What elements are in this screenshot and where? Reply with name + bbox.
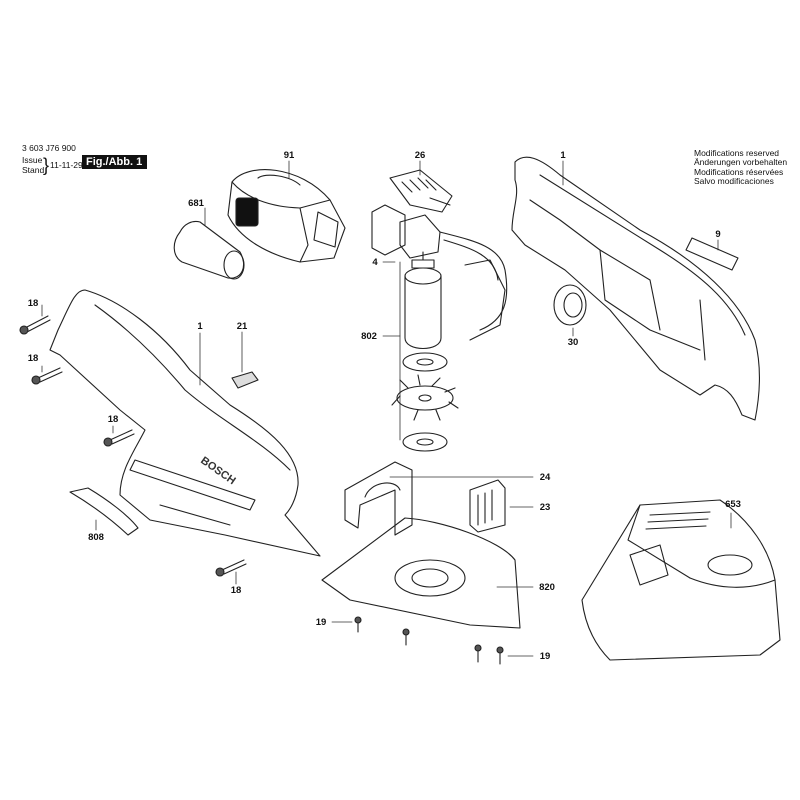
label-strip [69,487,139,536]
part-label-24: 24 [539,472,551,483]
part-label-1-left: 1 [197,321,203,332]
part-label-30: 30 [567,337,579,348]
battery-pack [227,169,346,263]
mod-line-de: Änderungen vorbehalten [694,157,788,168]
part-label-18-a: 18 [27,298,39,309]
motor [404,251,442,350]
bracket [344,461,413,536]
figure-badge: Fig./Abb. 1 [82,155,148,169]
housing-half-right [511,156,761,421]
part-label-681: 681 [188,198,204,209]
screws-19 [354,616,504,665]
part-label-820: 820 [539,582,555,593]
fan [391,374,459,421]
part-label-91: 91 [283,150,295,161]
part-label-4: 4 [372,257,378,268]
housing-half-left [49,289,321,557]
part-label-802: 802 [361,331,377,342]
housing-brand-text: BOSCH [198,455,237,488]
cover-clip [231,371,259,389]
part-label-19-a: 19 [315,617,327,628]
switch-slider [389,169,453,213]
charger [581,499,781,661]
part-label-18-b: 18 [27,353,39,364]
doc-number: 3 603 J76 900 [22,143,76,153]
bearing-lower [402,432,448,452]
header-brace: } [43,155,50,175]
issue-label: Issue [22,155,43,165]
switch-module [371,204,508,341]
part-label-26: 26 [414,150,426,161]
mod-line-es: Salvo modificaciones [694,176,774,187]
bearing-upper [402,352,448,372]
part-label-21: 21 [236,321,248,332]
stand-label: Stand [22,165,45,175]
modifications-note: Modifications reserved Änderungen vorbeh… [694,148,788,187]
part-label-23: 23 [539,502,551,513]
end-cap [173,220,245,280]
part-label-808: 808 [88,532,104,543]
mod-line-fr: Modifications réservées [694,166,784,177]
leader-lines [41,160,732,657]
mod-line-en: Modifications reserved [694,148,780,158]
clip [469,479,506,533]
part-label-1-right: 1 [560,150,566,161]
base-plate [321,517,521,629]
part-label-653: 653 [725,499,741,510]
issue-date: 11-11-29 [50,160,83,170]
sticker [685,237,739,271]
part-label-18-d: 18 [230,585,242,596]
part-label-19-b: 19 [539,651,551,662]
part-label-9: 9 [715,229,721,240]
screws-18 [19,315,247,577]
part-label-18-c: 18 [107,414,119,425]
seal-ring [553,284,587,326]
